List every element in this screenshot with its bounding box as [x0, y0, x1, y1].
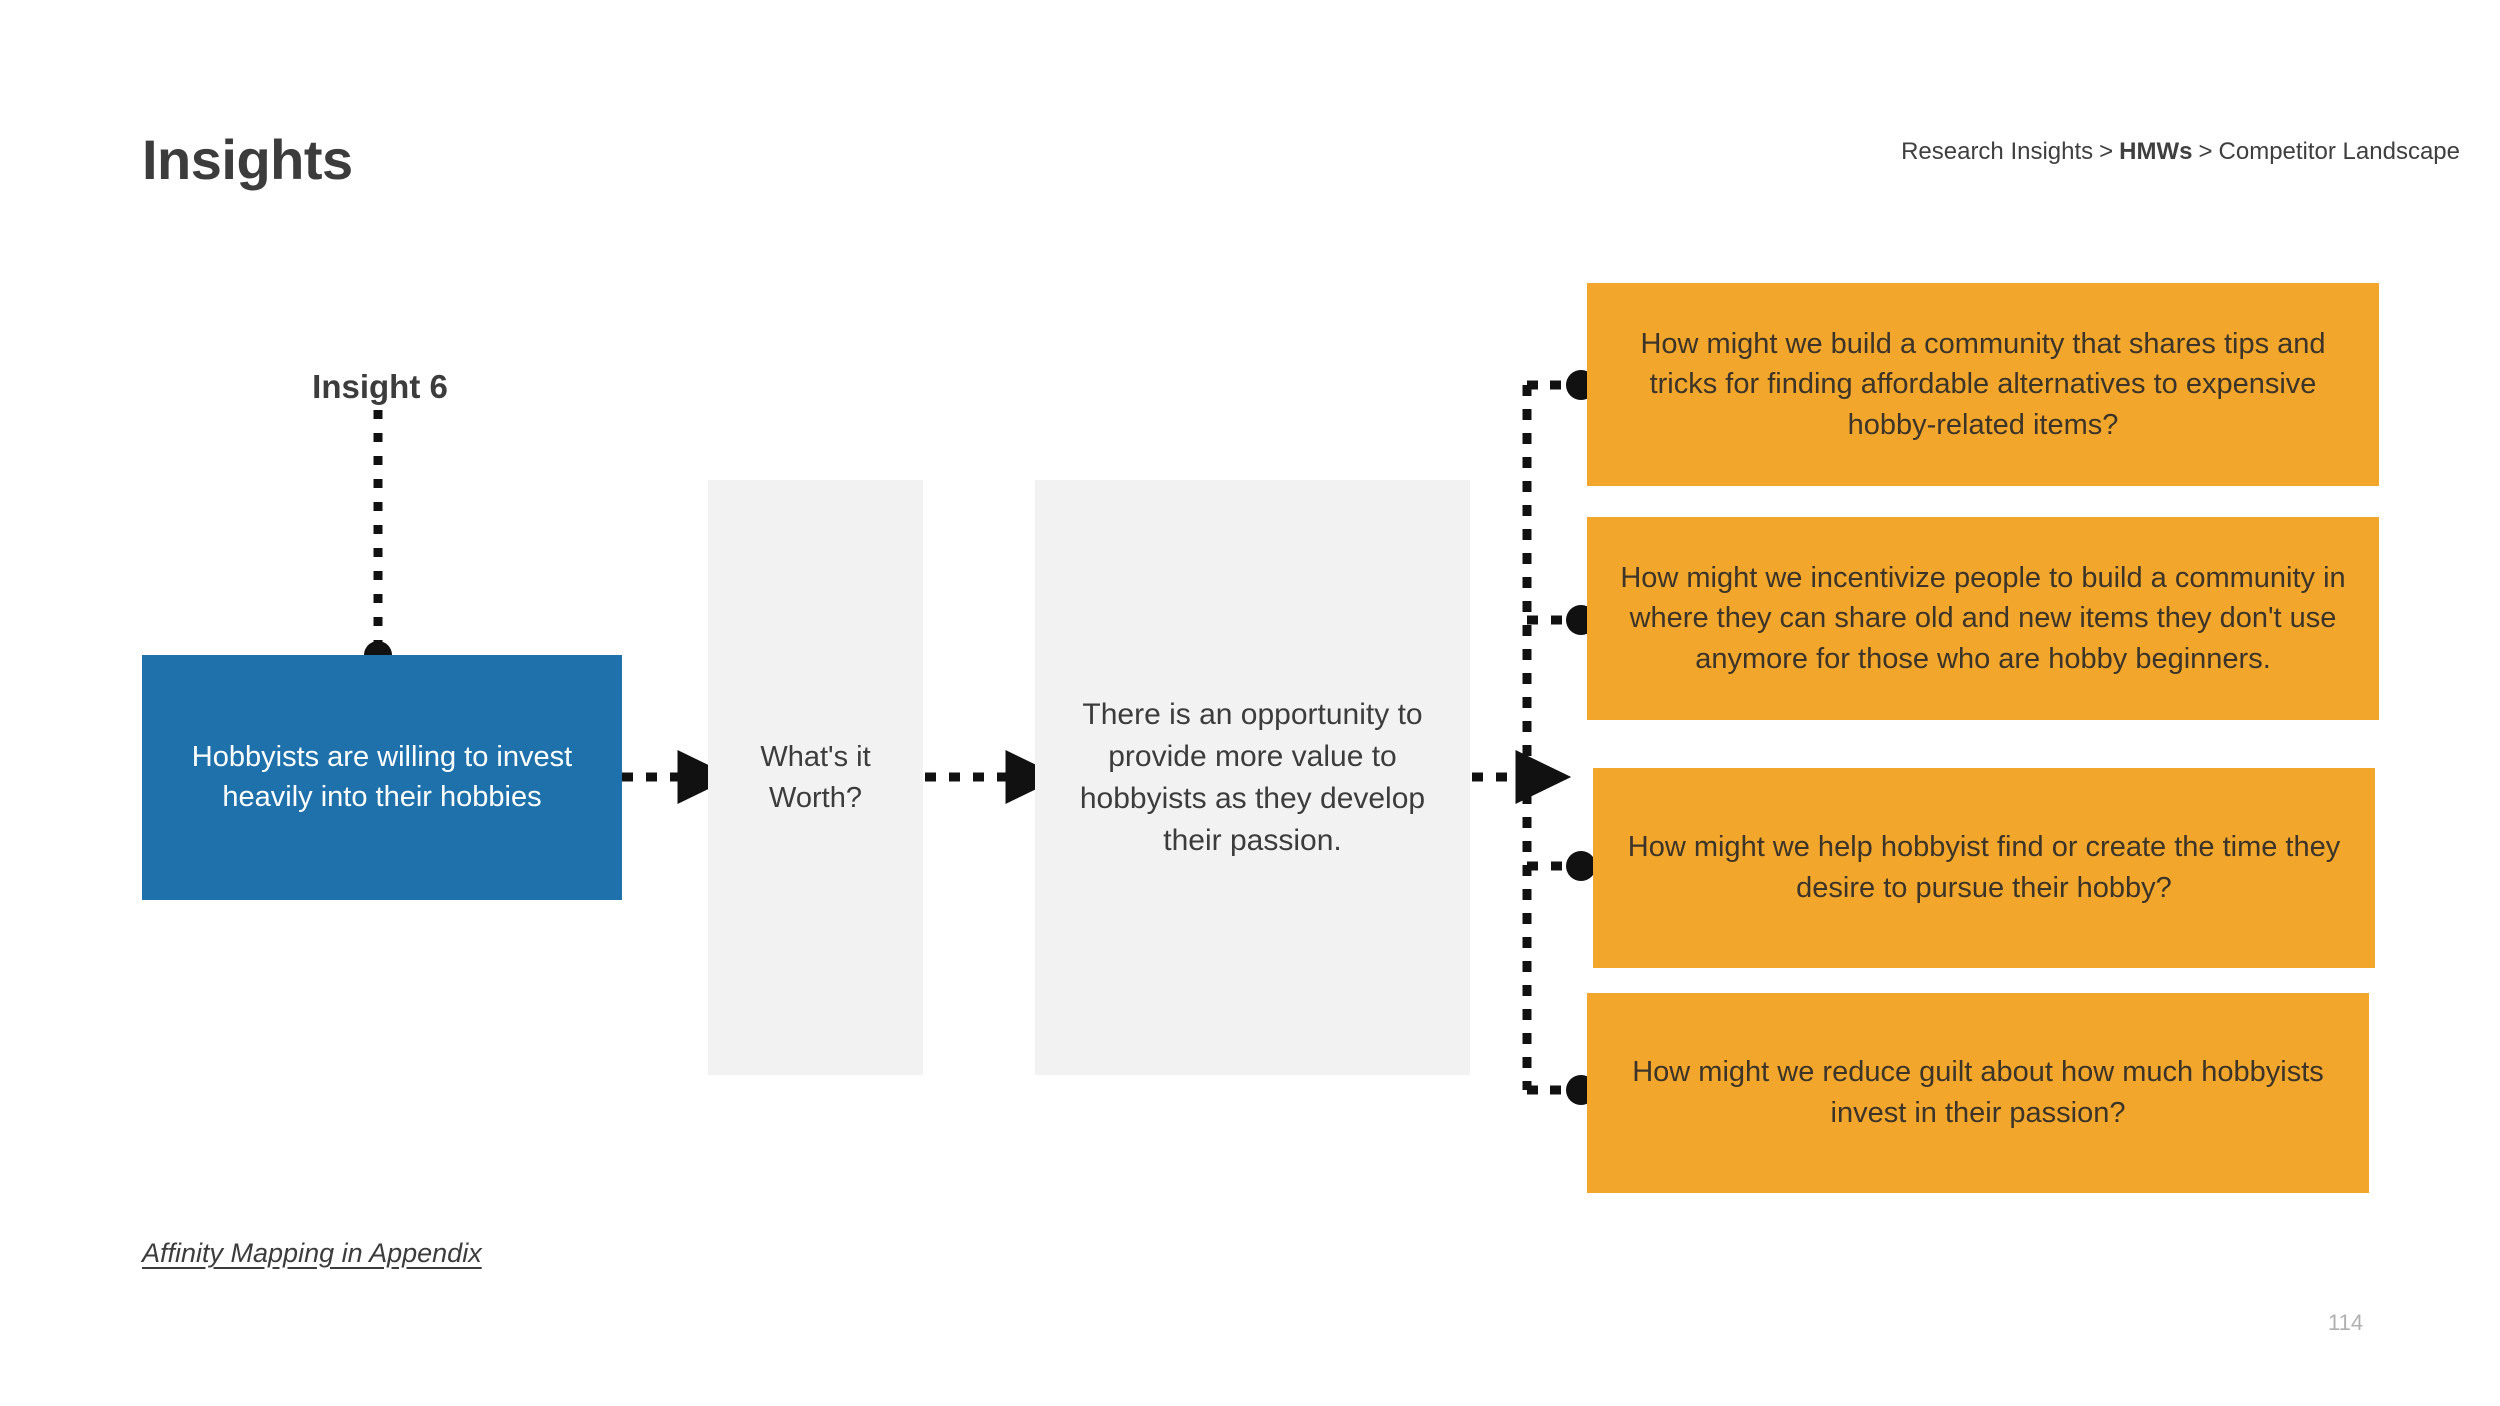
breadcrumb-separator-icon: > — [2099, 138, 2114, 165]
question-card[interactable]: What's it Worth? — [708, 480, 923, 1075]
opportunity-card[interactable]: There is an opportunity to provide more … — [1035, 480, 1470, 1075]
hmw-card-text: How might we help hobbyist find or creat… — [1627, 831, 2341, 904]
connector-hmw-trunk — [1522, 380, 1560, 1095]
page-title: Insights — [142, 128, 353, 191]
connector-branch-hmw-2 — [1527, 605, 1596, 635]
insight-label: Insight 6 — [312, 368, 448, 405]
hmw-card[interactable]: How might we help hobbyist find or creat… — [1593, 768, 2375, 968]
insight-card[interactable]: Hobbyists are willing to invest heavily … — [142, 655, 622, 900]
connector-branch-hmw-3 — [1527, 851, 1596, 881]
hmw-card-text: How might we reduce guilt about how much… — [1632, 1056, 2324, 1129]
question-card-text: What's it Worth? — [760, 740, 871, 814]
hmw-card-text: How might we incentivize people to build… — [1620, 561, 2346, 675]
breadcrumb-item-competitor-landscape[interactable]: Competitor Landscape — [2218, 138, 2460, 165]
hmw-card[interactable]: How might we build a community that shar… — [1587, 283, 2379, 486]
breadcrumb: Research Insights>HMWs>Competitor Landsc… — [1460, 138, 2460, 166]
hmw-card-text: How might we build a community that shar… — [1640, 327, 2326, 441]
breadcrumb-item-hmws[interactable]: HMWs — [2119, 138, 2193, 165]
hmw-card[interactable]: How might we reduce guilt about how much… — [1587, 993, 2369, 1193]
breadcrumb-item-research-insights[interactable]: Research Insights — [1901, 138, 2094, 165]
breadcrumb-separator-icon: > — [2198, 138, 2213, 165]
appendix-note-link[interactable]: Affinity Mapping in Appendix — [142, 1238, 482, 1268]
page-number: 114 — [2328, 1310, 2364, 1335]
opportunity-card-text: There is an opportunity to provide more … — [1079, 697, 1426, 857]
hmw-card[interactable]: How might we incentivize people to build… — [1587, 517, 2379, 720]
insight-card-text: Hobbyists are willing to invest heavily … — [191, 741, 573, 813]
connector-insight-label-to-card — [364, 410, 392, 669]
